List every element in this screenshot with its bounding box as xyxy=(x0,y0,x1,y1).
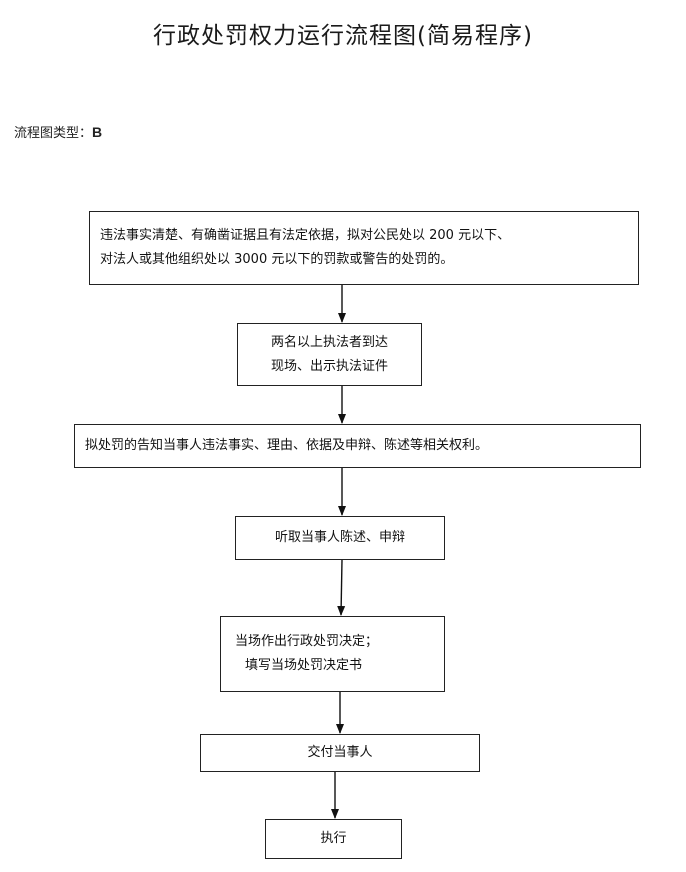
page-title: 行政处罚权力运行流程图(简易程序) xyxy=(153,23,533,49)
step-4-line-1: 听取当事人陈述、申辩 xyxy=(274,530,405,545)
flow-step-3-box: 拟处罚的告知当事人违法事实、理由、依据及申辩、陈述等相关权利。 xyxy=(74,424,641,468)
flow-arrow xyxy=(337,559,346,616)
step-6-line-1: 交付当事人 xyxy=(307,745,373,760)
flow-step-4-box: 听取当事人陈述、申辩 xyxy=(235,516,445,560)
step-2-line-2: 现场、出示执法证件 xyxy=(270,358,388,374)
flow-step-1-box: 违法事实清楚、有确凿证据且有法定依据，拟对公民处以 200 元以下、 对法人或其… xyxy=(89,211,639,285)
step-2-line-1: 两名以上执法者到达 xyxy=(270,334,388,350)
flow-step-2-box: 两名以上执法者到达 现场、出示执法证件 xyxy=(237,323,422,386)
step-5-line-1: 当场作出行政处罚决定； xyxy=(235,634,379,649)
step-1-line-2: 对法人或其他组织处以 3000 元以下的罚款或警告的处罚的。 xyxy=(100,252,454,267)
step-7-line-1: 执行 xyxy=(320,831,347,846)
flow-step-6-box: 交付当事人 xyxy=(200,734,480,772)
flow-step-7-box: 执行 xyxy=(265,819,402,859)
step-3-line-1: 拟处罚的告知当事人违法事实、理由、依据及申辩、陈述等相关权利。 xyxy=(85,438,489,453)
flow-type-value: B xyxy=(92,124,103,140)
flow-type-label: 流程图类型： xyxy=(14,126,93,141)
step-1-line-1: 违法事实清楚、有确凿证据且有法定依据，拟对公民处以 200 元以下、 xyxy=(100,228,511,243)
flow-type: 流程图类型：B xyxy=(14,122,102,141)
flow-step-5-box: 当场作出行政处罚决定； 填写当场处罚决定书 xyxy=(220,616,445,692)
step-5-line-2: 填写当场处罚决定书 xyxy=(245,658,363,673)
